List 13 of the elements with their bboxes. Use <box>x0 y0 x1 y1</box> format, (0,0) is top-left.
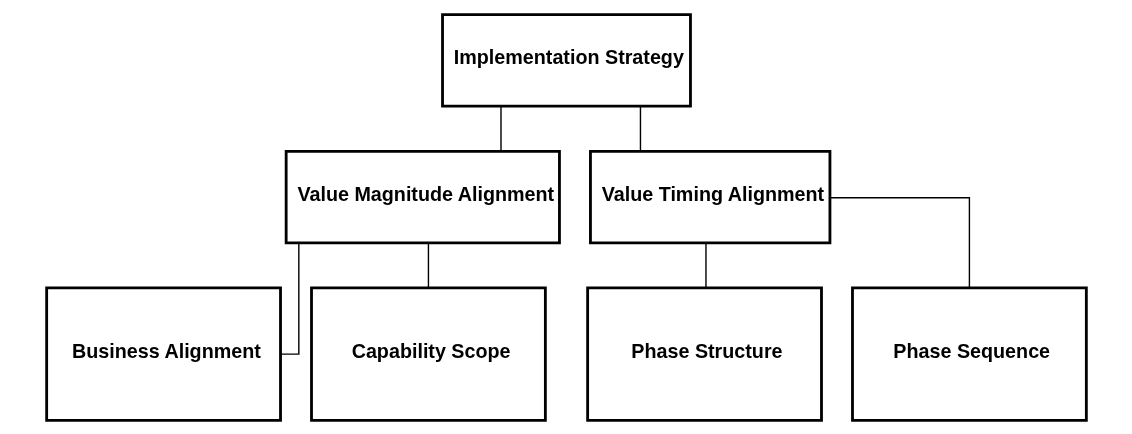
connector <box>829 196 970 289</box>
connector <box>279 241 300 355</box>
connector <box>639 105 641 152</box>
node-box: Business Alignment <box>44 286 282 422</box>
node-box: Phase Sequence <box>850 286 1088 422</box>
connector <box>704 241 707 288</box>
connector <box>499 105 502 152</box>
node-box: Phase Structure <box>585 286 823 422</box>
connector <box>427 241 429 288</box>
node-box: Value Timing Alignment <box>588 149 831 244</box>
node-box: Value Magnitude Alignment <box>284 149 561 244</box>
node-box: Implementation Strategy <box>440 12 692 108</box>
node-box: Capability Scope <box>309 286 547 422</box>
